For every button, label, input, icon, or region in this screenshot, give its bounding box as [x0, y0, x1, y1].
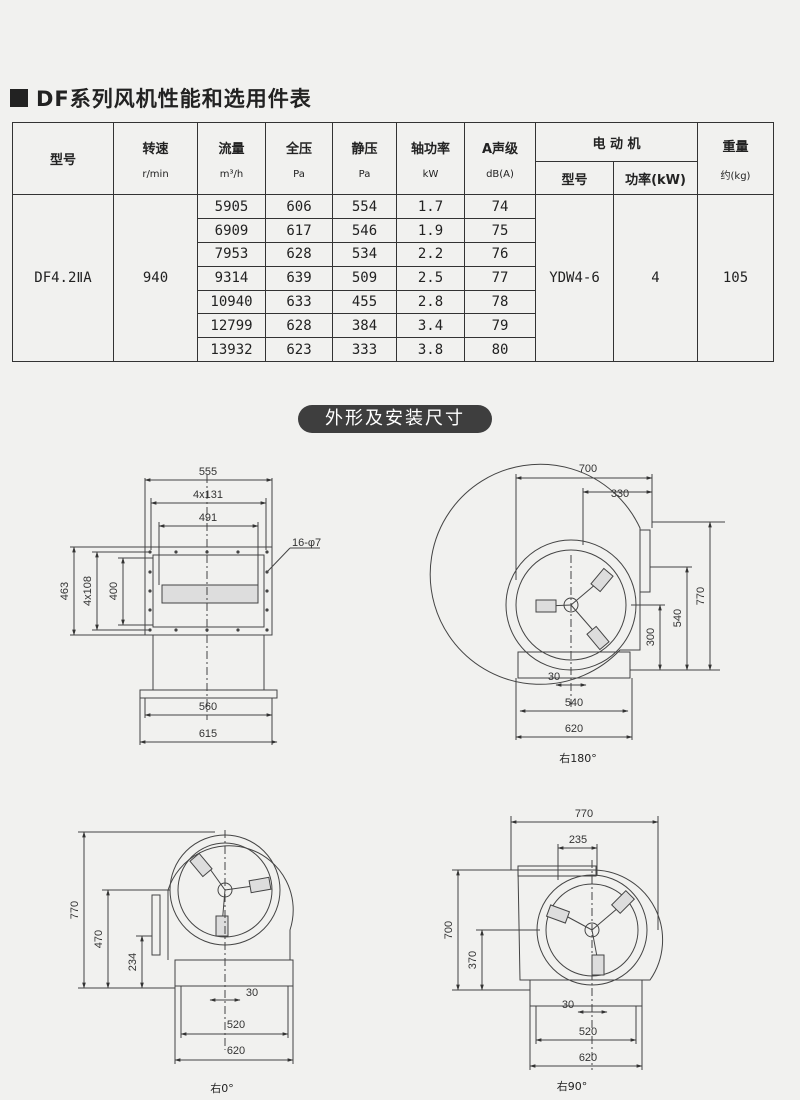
r180-dim-540-h: 540: [565, 697, 583, 709]
front-dim-4x131: 4x131: [193, 489, 223, 501]
table-cell: 617: [265, 218, 333, 243]
front-dim-615: 615: [199, 728, 217, 740]
section-title-pill: 外形及安装尺寸: [298, 405, 492, 433]
r90-dim-520: 520: [579, 1026, 597, 1038]
header-motor: 电 动 机: [535, 121, 698, 163]
cell-weight: 105: [697, 194, 774, 362]
r0-dim-470: 470: [93, 930, 105, 948]
r90-dim-620: 620: [579, 1052, 597, 1064]
cell-motor-model: YDW4-6: [535, 194, 614, 362]
r180-dim-540-v: 540: [672, 609, 684, 627]
table-cell: 75: [464, 218, 536, 243]
table-cell: 76: [464, 241, 536, 267]
r180-caption: 右180°: [559, 751, 597, 765]
table-cell: 3.8: [396, 337, 465, 362]
table-cell: 13932: [197, 337, 266, 362]
r0-dim-30: 30: [246, 987, 258, 999]
header-static-pressure: 静压 Pa: [332, 121, 397, 196]
performance-table: 型号 转速 r/min 流量 m³/h 全压 Pa 静压 Pa 轴功率 kW A…: [12, 121, 774, 362]
right90-view-drawing: [452, 816, 664, 1070]
r90-dim-700: 700: [443, 921, 455, 939]
header-speed: 转速 r/min: [113, 121, 198, 196]
r180-dim-330: 330: [611, 488, 629, 500]
table-cell: 554: [332, 194, 397, 220]
table-cell: 628: [265, 313, 333, 339]
table-cell: 7953: [197, 241, 266, 267]
header-motor-model: 型号: [535, 161, 614, 196]
r180-dim-300: 300: [645, 628, 657, 646]
table-cell: 623: [265, 337, 333, 362]
r0-dim-620: 620: [227, 1045, 245, 1057]
table-cell: 628: [265, 241, 333, 267]
front-dim-491: 491: [199, 512, 217, 524]
table-cell: 80: [464, 337, 536, 362]
front-dim-560: 560: [199, 701, 217, 713]
r90-dim-30: 30: [562, 999, 574, 1011]
table-cell: 1.9: [396, 218, 465, 243]
heading-text: DF系列风机性能和选用件表: [36, 87, 312, 111]
header-weight: 重量 约(kg): [697, 121, 774, 196]
r180-dim-770: 770: [695, 587, 707, 605]
table-cell: 2.2: [396, 241, 465, 267]
table-cell: 12799: [197, 313, 266, 339]
r0-dim-234: 234: [127, 953, 139, 971]
heading-square-icon: [10, 89, 28, 107]
r180-dim-620: 620: [565, 723, 583, 735]
table-cell: 6909: [197, 218, 266, 243]
header-motor-power: 功率(kW): [613, 161, 698, 196]
table-cell: 79: [464, 313, 536, 339]
table-cell: 639: [265, 265, 333, 291]
table-cell: 606: [265, 194, 333, 220]
r0-caption: 右0°: [210, 1081, 234, 1095]
table-cell: 333: [332, 337, 397, 362]
cell-model: DF4.2ⅡA: [12, 194, 114, 362]
front-dim-463: 463: [59, 582, 71, 600]
table-cell: 9314: [197, 265, 266, 291]
table-cell: 546: [332, 218, 397, 243]
r0-dim-520: 520: [227, 1019, 245, 1031]
table-cell: 455: [332, 289, 397, 315]
r90-dim-235: 235: [569, 834, 587, 846]
table-cell: 509: [332, 265, 397, 291]
dimension-drawings: 555 4x131 491 16-φ7 463 4x108 400 560 61…: [59, 463, 725, 1095]
table-cell: 3.4: [396, 313, 465, 339]
header-model: 型号: [12, 121, 114, 196]
table-cell: 2.5: [396, 265, 465, 291]
front-dim-555: 555: [199, 466, 217, 478]
header-total-pressure: 全压 Pa: [265, 121, 333, 196]
table-cell: 1.7: [396, 194, 465, 220]
front-dim-400: 400: [108, 582, 120, 600]
r180-dim-700: 700: [579, 463, 597, 475]
header-shaft-power: 轴功率 kW: [396, 121, 465, 196]
table-cell: 74: [464, 194, 536, 220]
right0-view-drawing: [78, 830, 294, 1064]
section-heading: DF系列风机性能和选用件表: [10, 83, 312, 113]
front-view-drawing: [70, 475, 320, 745]
table-cell: 77: [464, 265, 536, 291]
table-cell: 384: [332, 313, 397, 339]
table-cell: 2.8: [396, 289, 465, 315]
r90-dim-770: 770: [575, 808, 593, 820]
table-cell: 10940: [197, 289, 266, 315]
table-cell: 633: [265, 289, 333, 315]
table-cell: 534: [332, 241, 397, 267]
front-dim-4x108: 4x108: [82, 576, 94, 606]
cell-speed: 940: [113, 194, 198, 362]
cell-motor-power: 4: [613, 194, 698, 362]
r90-dim-370: 370: [467, 951, 479, 969]
table-cell: 5905: [197, 194, 266, 220]
right180-view-drawing: [429, 463, 725, 740]
r180-dim-30: 30: [548, 671, 560, 683]
front-dim-holes: 16-φ7: [292, 537, 321, 549]
header-flow: 流量 m³/h: [197, 121, 266, 196]
r90-caption: 右90°: [557, 1079, 588, 1093]
r0-dim-770: 770: [69, 901, 81, 919]
table-cell: 78: [464, 289, 536, 315]
header-noise: A声级 dB(A): [464, 121, 536, 196]
